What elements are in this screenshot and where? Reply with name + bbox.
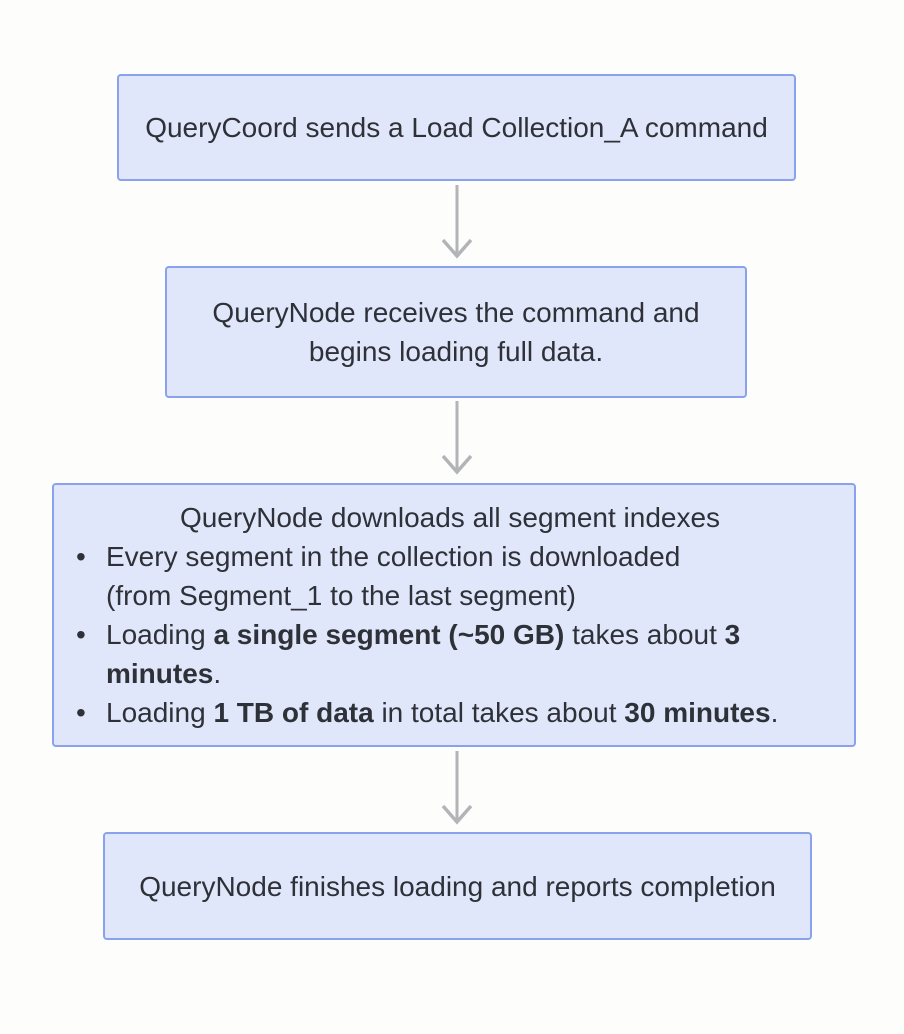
flow-node-finishes-loading: QueryNode finishes loading and reports c… [103,832,812,940]
bullet-item: Every segment in the collection is downl… [72,537,828,615]
bullet-item: Loading a single segment (~50 GB) takes … [72,615,828,693]
node-text: QueryNode receives the command and begin… [212,297,700,367]
arrow-down-icon [441,751,473,825]
flow-node-downloads-segments: QueryNode downloads all segment indexes … [52,483,856,747]
flow-node-querynode-receives: QueryNode receives the command and begin… [165,266,747,398]
flow-node-querycoord-command: QueryCoord sends a Load Collection_A com… [117,74,796,181]
connector-step1-step2 [435,184,479,262]
node-text: QueryCoord sends a Load Collection_A com… [145,112,768,143]
node-text: QueryNode finishes loading and reports c… [139,870,776,902]
connector-step3-step4 [435,750,479,828]
connector-step2-step3 [435,400,479,478]
node-bullet-list: Every segment in the collection is downl… [72,537,828,732]
bullet-item: Loading 1 TB of data in total takes abou… [72,693,828,732]
node-title: QueryNode downloads all segment indexes [179,502,721,533]
arrow-down-icon [441,401,473,475]
arrow-down-icon [441,185,473,259]
